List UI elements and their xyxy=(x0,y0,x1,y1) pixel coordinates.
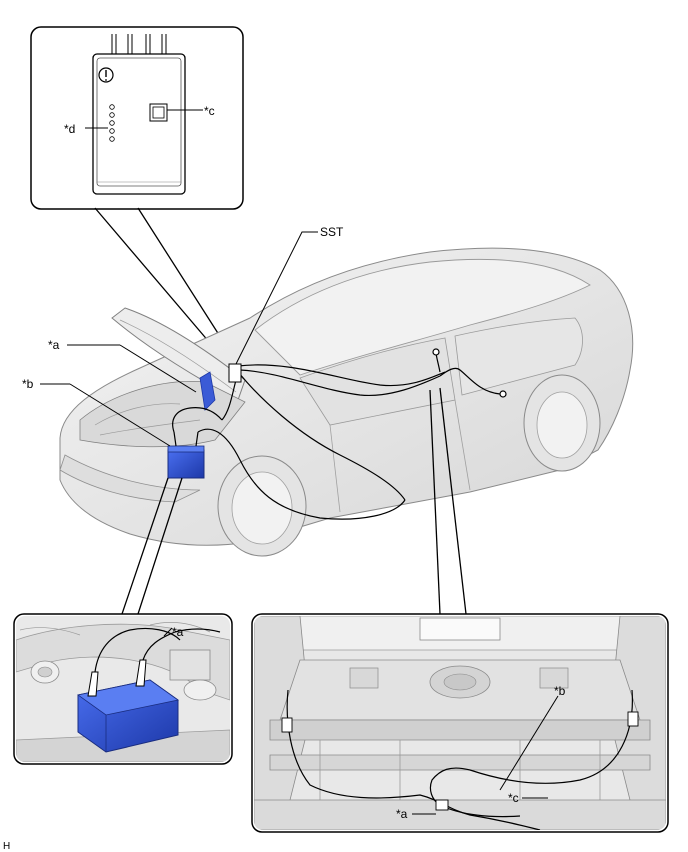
trunk-callout-lines xyxy=(429,387,467,615)
trunk-inset xyxy=(251,613,669,833)
indicator-leds xyxy=(109,104,115,142)
tester-inset xyxy=(30,26,244,210)
sst-leader xyxy=(235,231,318,365)
power-button-icon xyxy=(98,67,114,83)
label-b-main: *b xyxy=(22,377,34,391)
battery-inset xyxy=(13,613,233,765)
label-b-trunk: *b xyxy=(554,684,566,698)
sst-connector xyxy=(228,363,242,383)
battery-callout-lines xyxy=(121,477,183,615)
label-c-trunk: *c xyxy=(508,791,519,805)
corner-label: H xyxy=(3,841,10,852)
label-a-main: *a xyxy=(48,338,60,352)
rear-wheel xyxy=(523,374,601,472)
label-d-tester: *d xyxy=(64,122,75,136)
front-wheel xyxy=(217,455,307,557)
tester-body xyxy=(92,53,186,195)
battery-clamp-cables xyxy=(172,379,406,520)
label-c-tester: *c xyxy=(204,104,215,118)
tester-switch xyxy=(149,103,168,122)
car-illustration xyxy=(59,247,634,557)
label-a-trunk: *a xyxy=(396,807,408,821)
label-sst: SST xyxy=(320,225,344,239)
car-battery xyxy=(167,445,205,479)
car-hood-open xyxy=(111,307,246,401)
label-a-battery: *a xyxy=(172,625,184,639)
sst-cable xyxy=(234,348,507,501)
